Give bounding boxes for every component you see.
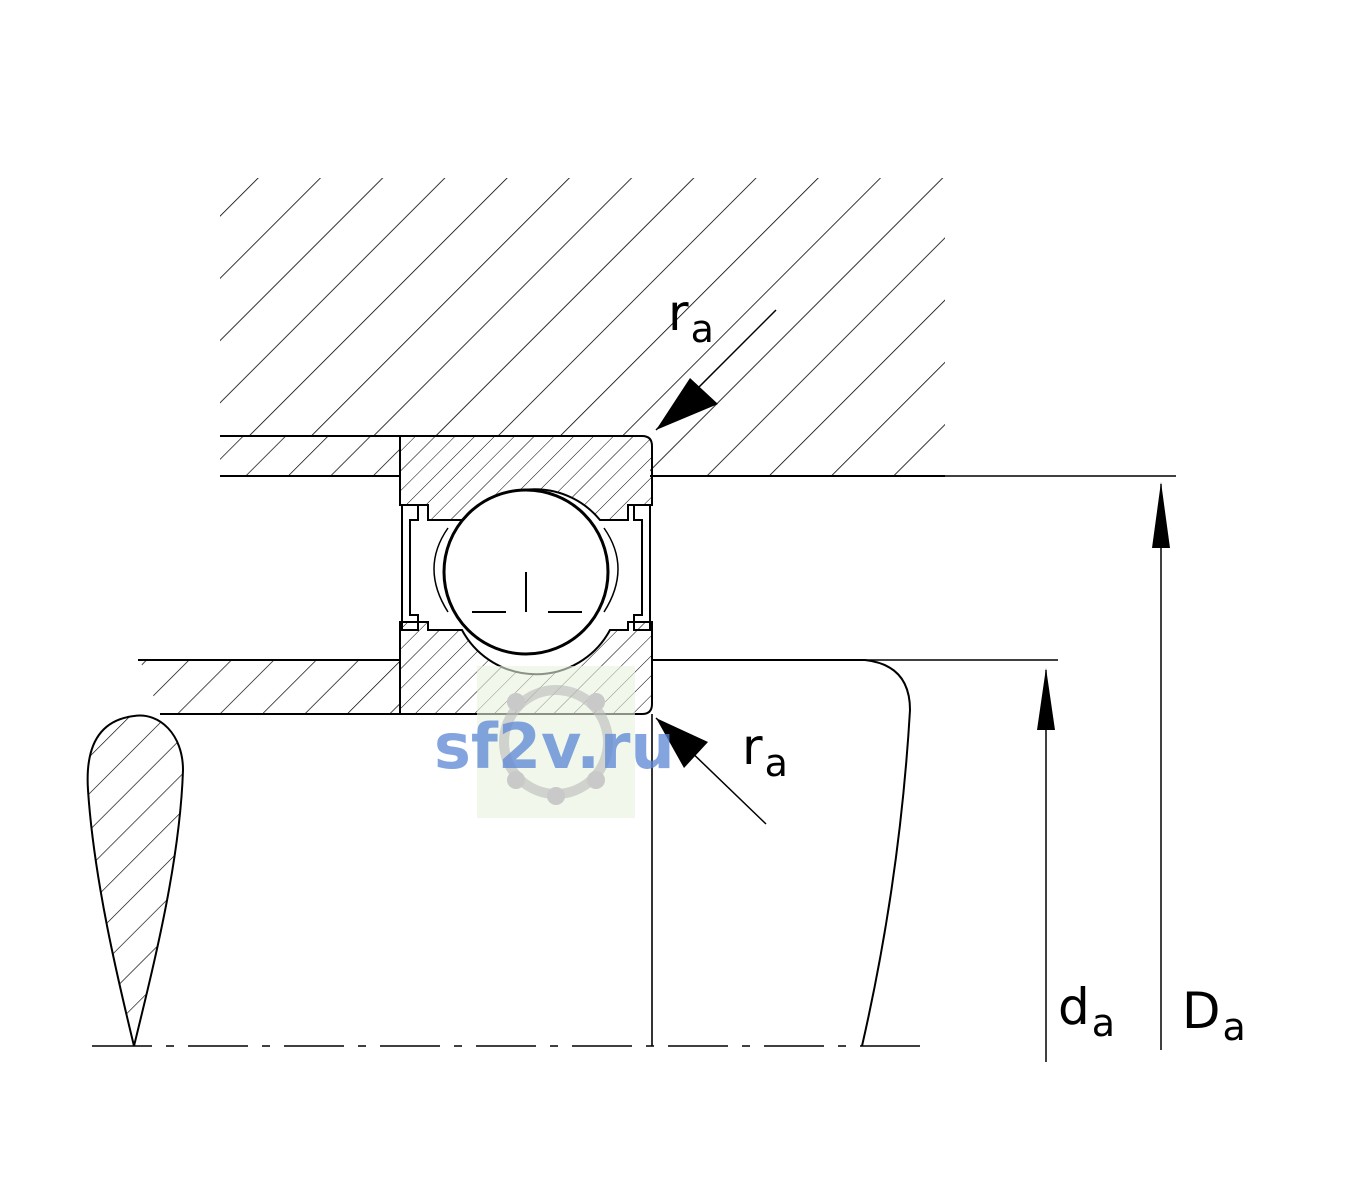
ra-bottom-label: ra: [742, 718, 788, 785]
right-seal: [633, 504, 651, 631]
cage-right: [603, 527, 619, 613]
ra-top-label: ra: [668, 284, 714, 351]
da-label: da: [1058, 978, 1115, 1045]
da-sub: a: [1092, 1001, 1115, 1045]
ra-top-sub: a: [691, 307, 714, 351]
shaft-break-section: [86, 714, 185, 1047]
ra-bottom-base: r: [742, 718, 763, 776]
housing: [220, 178, 945, 477]
ra-top-leader: [655, 309, 777, 431]
Da-dimension: [1152, 482, 1170, 1050]
da-dimension: [1037, 668, 1055, 1062]
ra-bottom-leader: [655, 717, 767, 825]
watermark-logo: sf2v.ru: [434, 666, 675, 818]
cage-left: [433, 527, 449, 613]
shaft-body: [651, 659, 912, 1047]
watermark-text: sf2v.ru: [434, 710, 675, 783]
Da-base: D: [1182, 982, 1221, 1040]
Da-sub: a: [1223, 1005, 1246, 1049]
shaft-shoulder: [138, 659, 400, 715]
Da-label: Da: [1182, 982, 1246, 1049]
da-base: d: [1058, 978, 1090, 1036]
ra-top-base: r: [668, 284, 689, 342]
ra-bottom-sub: a: [765, 741, 788, 785]
left-seal: [401, 504, 419, 631]
